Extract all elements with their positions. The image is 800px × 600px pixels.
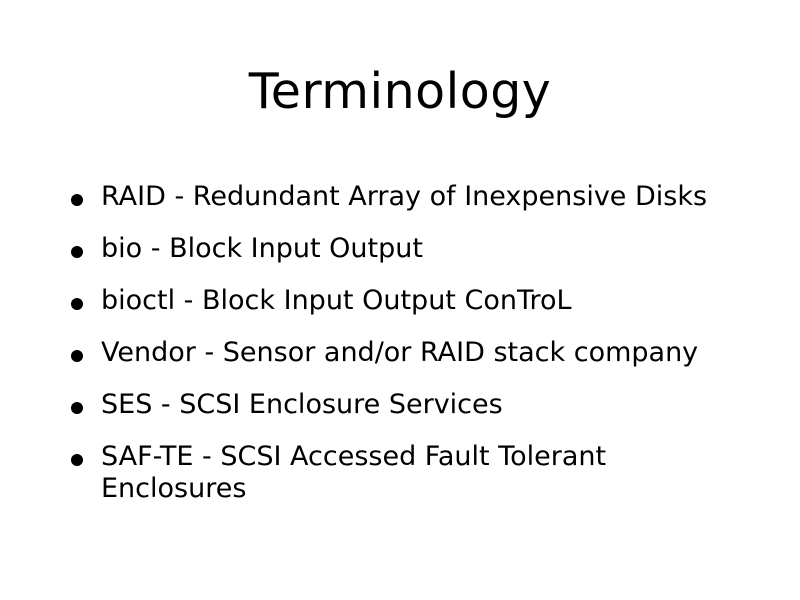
bullet-list: RAID - Redundant Array of Inexpensive Di… — [0, 181, 800, 525]
list-item: SES - SCSI Enclosure Services — [0, 389, 800, 421]
list-item: SAF-TE - SCSI Accessed Fault Tolerant En… — [0, 441, 800, 505]
bullet-dot-icon — [71, 402, 83, 414]
bullet-dot-icon — [71, 246, 83, 258]
bullet-dot-icon — [71, 194, 83, 206]
bullet-text: Vendor - Sensor and/or RAID stack compan… — [101, 337, 699, 368]
list-item: bioctl - Block Input Output ConTroL — [0, 285, 800, 317]
list-item: RAID - Redundant Array of Inexpensive Di… — [0, 181, 800, 213]
bullet-text: SAF-TE - SCSI Accessed Fault Tolerant En… — [101, 441, 607, 504]
bullet-text: bioctl - Block Input Output ConTroL — [101, 285, 572, 316]
slide-title: Terminology — [248, 63, 552, 120]
bullet-dot-icon — [71, 454, 83, 466]
bullet-text: RAID - Redundant Array of Inexpensive Di… — [101, 181, 708, 212]
bullet-dot-icon — [71, 298, 83, 310]
list-item: Vendor - Sensor and/or RAID stack compan… — [0, 337, 800, 369]
bullet-dot-icon — [71, 350, 83, 362]
bullet-text: bio - Block Input Output — [101, 233, 423, 264]
list-item: bio - Block Input Output — [0, 233, 800, 265]
bullet-text: SES - SCSI Enclosure Services — [101, 389, 503, 420]
